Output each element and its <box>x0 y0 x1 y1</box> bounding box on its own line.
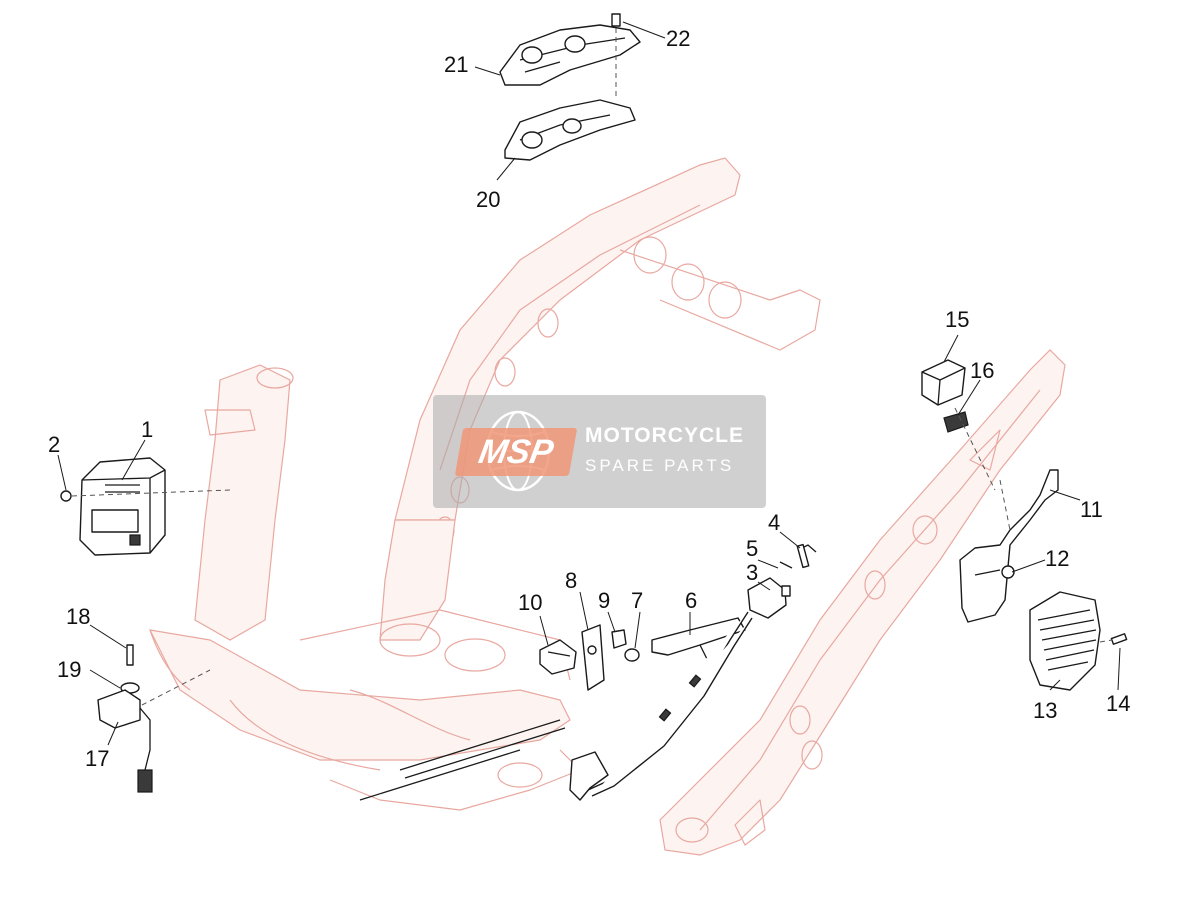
callout-17: 17 <box>85 746 109 771</box>
callout-20: 20 <box>476 187 500 212</box>
sensor-assembly <box>97 644 211 793</box>
watermark-banner: MSP MOTORCYCLE SPARE PARTS <box>433 395 766 508</box>
callout-18: 18 <box>66 604 90 629</box>
callout-9: 9 <box>598 588 610 613</box>
regulator-assembly <box>959 469 1128 691</box>
callout-21: 21 <box>444 52 468 77</box>
callout-19: 19 <box>57 657 81 682</box>
callout-11: 11 <box>1080 497 1103 522</box>
callout-14: 14 <box>1106 691 1130 716</box>
callout-2: 2 <box>48 432 60 457</box>
callout-1: 1 <box>141 417 153 442</box>
callout-12: 12 <box>1045 546 1069 571</box>
callout-7: 7 <box>631 588 643 613</box>
watermark-title: MOTORCYCLE <box>585 424 744 447</box>
leader-lines <box>57 21 1121 746</box>
ignition-coil-assembly <box>539 543 817 801</box>
callout-22: 22 <box>666 26 690 51</box>
control-unit <box>60 457 231 556</box>
callout-8: 8 <box>565 568 577 593</box>
callout-3: 3 <box>746 560 758 585</box>
callout-15: 15 <box>945 307 969 332</box>
callout-13: 13 <box>1033 698 1057 723</box>
callout-16: 16 <box>970 358 994 383</box>
main-frame <box>148 157 821 811</box>
callout-6: 6 <box>685 588 697 613</box>
cover-upper-assembly <box>499 13 641 161</box>
callout-labels: 1 2 3 4 5 6 7 8 9 10 11 12 13 14 15 16 1… <box>48 26 1130 771</box>
callout-10: 10 <box>518 590 542 615</box>
callout-5: 5 <box>746 536 758 561</box>
rear-frame <box>659 349 1066 856</box>
callout-4: 4 <box>768 510 780 535</box>
relay-assembly <box>921 359 996 491</box>
msp-logo: MSP <box>454 428 578 476</box>
watermark-subtitle: SPARE PARTS <box>585 456 735 475</box>
